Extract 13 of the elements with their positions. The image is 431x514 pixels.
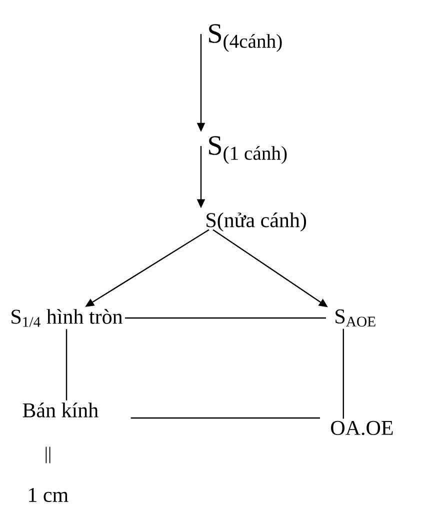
connector-line (342, 328, 344, 419)
term-text: S$_{(4cánh)}$ (209, 24, 282, 52)
term-text: Bán kính (22, 402, 98, 418)
term-text: S$_{AOE}$ (336, 309, 376, 327)
connector-line (66, 329, 68, 400)
term-text: 1 cm (29, 488, 68, 502)
term-text: S(nửa cánh) (206, 212, 306, 232)
term-text: S$_{(1 cánh)}$ (209, 136, 287, 164)
term-text: OA.OE (331, 420, 393, 436)
connector-line (125, 317, 326, 319)
equals-sign: || (46, 446, 50, 464)
term-text: S$_{1/4}$ hình tròn (12, 309, 122, 327)
connector-line (130, 417, 320, 419)
